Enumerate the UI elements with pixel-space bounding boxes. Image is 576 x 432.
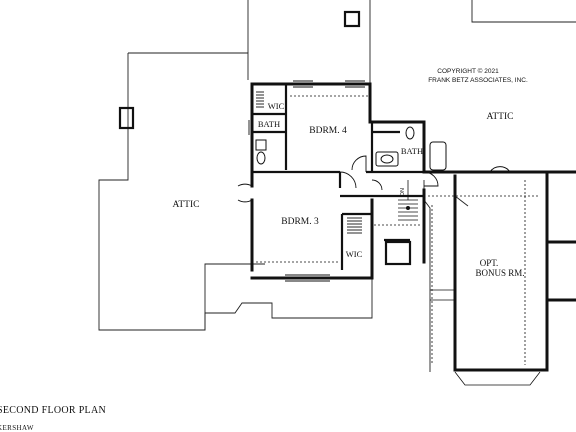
copyright-line1: COPYRIGHT © 2021	[437, 67, 499, 75]
label-bath-left: BATH	[258, 119, 280, 129]
label-stair-dn: DN	[400, 188, 406, 196]
label-bedroom-3: BDRM. 3	[281, 217, 319, 227]
windows	[248, 80, 365, 282]
roof-outlines	[98, 0, 576, 372]
closet-hanging-rods	[256, 91, 362, 234]
stair-treads	[398, 180, 418, 221]
label-attic-left: ATTIC	[173, 200, 200, 210]
plan-title: SECOND FLOOR PLAN	[0, 405, 107, 416]
skylight-square-top	[343, 10, 361, 28]
label-bath-center: BATH	[401, 146, 423, 156]
copyright-line2: FRANK BETZ ASSOCIATES, INC.	[428, 77, 528, 84]
skylight-square-left	[118, 106, 135, 130]
label-bonus-line1: OPT.	[480, 258, 499, 268]
label-attic-right: ATTIC	[487, 112, 514, 122]
bonus-room-rake	[430, 289, 541, 386]
label-bedroom-4: BDRM. 4	[309, 126, 347, 136]
closet-shelves	[256, 95, 540, 365]
stair-arrow-dot	[406, 206, 410, 210]
door-swings	[237, 155, 511, 203]
exterior-walls	[250, 82, 576, 372]
plan-name: KERSHAW	[0, 424, 34, 432]
bath-fixtures	[255, 126, 447, 171]
label-wic-upper: WIC	[268, 101, 285, 111]
label-wic-lower: WIC	[346, 249, 363, 259]
interior-walls	[252, 84, 426, 270]
label-bonus-line2: BONUS RM.	[475, 268, 524, 278]
